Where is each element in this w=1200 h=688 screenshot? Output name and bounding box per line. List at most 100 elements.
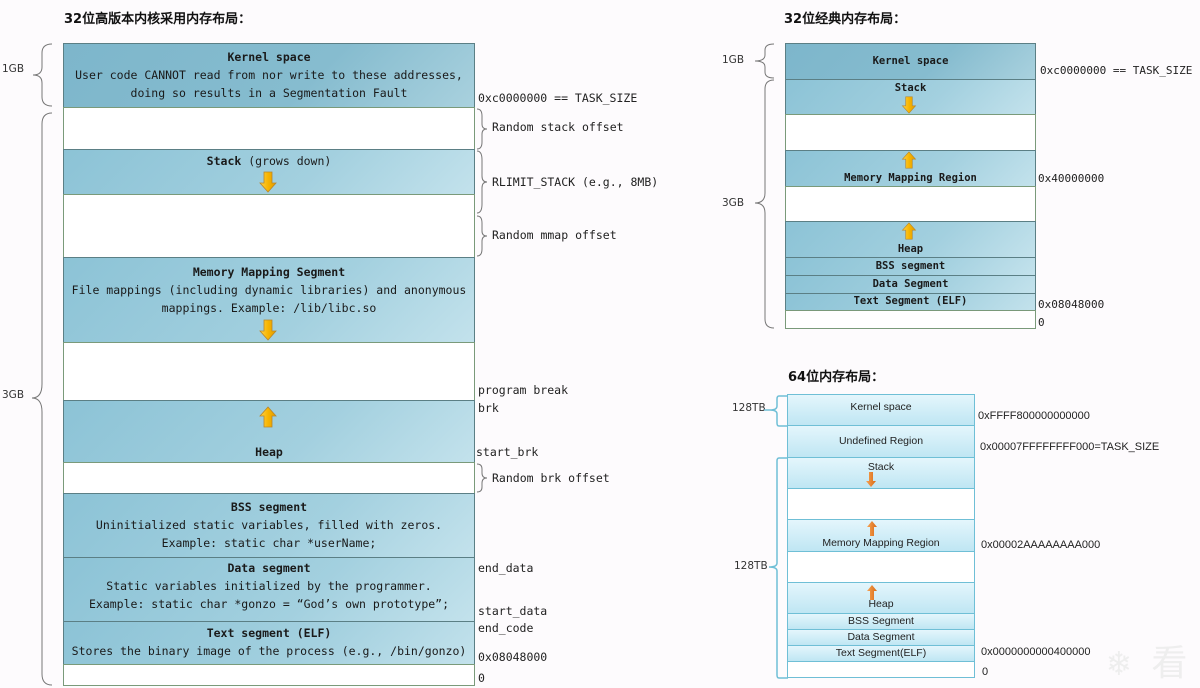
x64-data-segment: Data Segment (787, 629, 975, 646)
classic-bss-title: BSS segment (875, 260, 946, 272)
left-mmap-desc2: mappings. Example: /lib/libc.so (161, 301, 377, 315)
classic-task-size-label: 0xc0000000 == TASK_SIZE (1040, 64, 1193, 77)
x64-kernel-size-label: 128TB (732, 402, 766, 414)
x64-diagram-title: 64位内存布局： (788, 370, 885, 385)
x64-stack-down-arrow-icon (865, 472, 877, 488)
x64-stack-title: Stack (867, 461, 895, 473)
x64-heap-segment: Heap (787, 582, 975, 614)
x64-stack-segment: Stack (787, 457, 975, 489)
classic-text-addr-label: 0x08048000 (1038, 298, 1105, 311)
random-brk-offset-label: Random brk offset (492, 471, 610, 485)
left-data-desc1: Static variables initialized by the prog… (106, 579, 432, 593)
x64-free-gap (787, 551, 975, 583)
random-mmap-offset-label: Random mmap offset (492, 228, 617, 242)
classic-user-size-label: 3GB (722, 197, 745, 209)
x64-data-title: Data Segment (847, 631, 915, 643)
rlimit-stack-label: RLIMIT_STACK (e.g., 8MB) (492, 175, 659, 189)
classic-data-title: Data Segment (872, 278, 949, 290)
random-brk-brace (476, 463, 488, 493)
left-bottom-gap (63, 664, 475, 686)
left-text-segment: Text segment (ELF) Stores the binary ima… (63, 621, 475, 665)
classic-mmap-title: Memory Mapping Region (844, 172, 977, 184)
left-user-size-label: 3GB (2, 389, 25, 401)
left-memory-mapping-segment: Memory Mapping Segment File mappings (in… (63, 257, 475, 343)
heap-grows-up-arrow-icon (259, 401, 277, 433)
left-bss-desc2: Example: static char *userName; (161, 536, 377, 550)
brk-label: brk (478, 401, 499, 415)
left-bss-desc1: Uninitialized static variables, filled w… (95, 518, 443, 532)
classic-heap-title: Heap (897, 243, 924, 255)
left-heap-title: Heap (255, 445, 283, 459)
left-mmap-desc1: File mappings (including dynamic librari… (71, 283, 467, 297)
x64-user-brace (768, 457, 788, 679)
program-break-label: program break (478, 383, 569, 397)
x64-undefined-title: Undefined Region (838, 435, 924, 447)
snowflake-icon: ❄ (1108, 643, 1130, 684)
stack-grows-down-arrow-icon (259, 171, 277, 193)
classic-kernel-brace (754, 43, 775, 79)
classic-heap-up-arrow-icon (901, 222, 917, 240)
left-data-title: Data segment (227, 561, 311, 575)
left-mmap-gap (63, 194, 475, 258)
classic-kernel-size-label: 1GB (722, 54, 745, 66)
classic-mmap-up-arrow-icon (901, 151, 917, 169)
start-brk-label: start_brk (476, 445, 539, 459)
left-user-brace (31, 112, 53, 686)
x64-task-size-label: 0x00007FFFFFFFF000=TASK_SIZE (980, 441, 1160, 453)
x64-zero-label: 0 (982, 666, 989, 678)
random-stack-brace (476, 108, 488, 150)
end-data-label: end_data (478, 561, 534, 575)
mmap-grows-down-arrow-icon (259, 317, 277, 343)
left-kernel-desc1: User code CANNOT read from nor write to … (75, 68, 463, 82)
left-random-brk-gap (63, 462, 475, 494)
watermark: ❄ 看 (1108, 644, 1187, 684)
classic-bottom-gap (785, 310, 1036, 329)
left-bss-title: BSS segment (230, 500, 308, 514)
classic-mmap-addr-label: 0x40000000 (1038, 172, 1105, 185)
classic-diagram-title: 32位经典内存布局： (784, 12, 907, 27)
classic-user-brace (754, 79, 775, 329)
x64-kernel-title: Kernel space (850, 401, 912, 413)
left-kernel-title: Kernel space (227, 50, 311, 64)
x64-kernel-addr-label: 0xFFFF800000000000 (978, 410, 1090, 422)
x64-mmap-segment: Memory Mapping Region (787, 519, 975, 552)
left-kernel-size-label: 1GB (2, 63, 25, 75)
left-mmap-title: Memory Mapping Segment (192, 265, 346, 279)
left-task-size-label: 0xc0000000 == TASK_SIZE (478, 91, 638, 105)
left-stack-note: (grows down) (248, 154, 332, 168)
left-zero-label: 0 (478, 671, 485, 685)
x64-kernel-brace (764, 395, 787, 427)
rlimit-stack-brace (476, 150, 488, 214)
left-text-desc: Stores the binary image of the process (… (71, 644, 467, 658)
random-mmap-brace (476, 215, 488, 257)
left-kernel-desc2: doing so results in a Segmentation Fault (130, 86, 408, 100)
x64-text-addr-label: 0x0000000000400000 (981, 646, 1091, 658)
classic-zero-label: 0 (1038, 316, 1045, 329)
classic-stack-title: Stack (894, 82, 927, 94)
start-data-label: start_data (478, 604, 548, 618)
left-bss-segment: BSS segment Uninitialized static variabl… (63, 493, 475, 558)
x64-text-title: Text Segment(ELF) (835, 647, 927, 659)
classic-bss-segment: BSS segment (785, 257, 1036, 276)
classic-stack-down-arrow-icon (901, 96, 917, 114)
end-code-label: end_code (478, 621, 534, 635)
x64-undefined-region: Undefined Region (787, 425, 975, 458)
x64-bss-segment: BSS Segment (787, 613, 975, 630)
watermark-text: 看 (1151, 643, 1188, 684)
classic-data-segment: Data Segment (785, 275, 1036, 294)
x64-kernel-segment: Kernel space (787, 394, 975, 426)
left-data-desc2: Example: static char *gonzo = “God’s own… (88, 597, 450, 611)
classic-text-segment: Text Segment (ELF) (785, 293, 1036, 311)
left-diagram-title: 32位高版本内核采用内存布局： (64, 12, 252, 27)
left-stack-title: Stack (206, 154, 242, 168)
x64-heap-up-arrow-icon (866, 584, 878, 600)
left-random-stack-gap (63, 107, 475, 150)
left-text-addr-label: 0x08048000 (478, 650, 548, 664)
left-kernel-brace (32, 43, 53, 107)
random-stack-offset-label: Random stack offset (492, 120, 624, 134)
left-unallocated-gap (63, 342, 475, 401)
left-kernel-space-segment: Kernel space User code CANNOT read from … (63, 43, 475, 108)
classic-kernel-segment: Kernel space (785, 43, 1036, 80)
x64-bss-title: BSS Segment (848, 615, 914, 627)
classic-stack-gap (785, 114, 1036, 151)
